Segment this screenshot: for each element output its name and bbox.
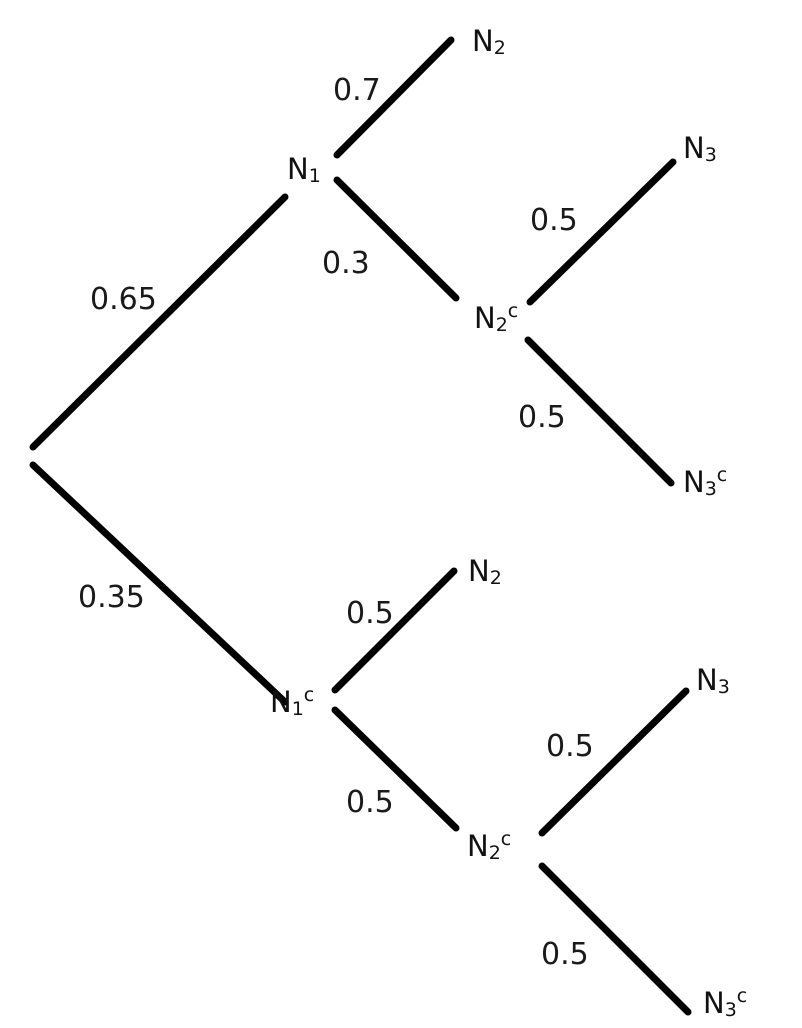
edge-n1c-n2 <box>331 567 458 694</box>
edge-n1-n2c <box>333 176 460 302</box>
node-n2-b-sub: 2 <box>490 567 502 589</box>
edge-label-n1-n2: 0.7 <box>333 73 381 108</box>
edge-n1-n2 <box>333 36 455 159</box>
node-n1c-base: N <box>270 685 292 719</box>
edge-label-root-n1: 0.65 <box>90 282 157 317</box>
node-n3c-a-sub: 3 <box>705 478 717 500</box>
node-n3c-a: N3c <box>683 464 727 500</box>
node-n3-b-sub: 3 <box>718 676 730 698</box>
node-n2c-a-sub: 2 <box>496 314 508 336</box>
node-n2-b: N2 <box>468 554 502 589</box>
edge-n2c-n3c <box>524 336 675 487</box>
node-n3-a-sub: 3 <box>705 144 717 166</box>
node-n3c-b-base: N <box>703 986 725 1020</box>
node-n3c-a-base: N <box>683 465 705 499</box>
edge-label-n2c-n3: 0.5 <box>530 203 578 238</box>
node-n2-a-sub: 2 <box>494 37 506 59</box>
edge-n2cb-n3c <box>538 862 692 1016</box>
edge-label-n2cb-n3: 0.5 <box>546 729 594 764</box>
node-n1c-sub: 1 <box>292 698 304 720</box>
node-n2c-a-sup: c <box>508 300 518 322</box>
node-n2c-b-sub: 2 <box>489 842 501 864</box>
node-n3-a: N3 <box>683 131 717 166</box>
node-n2c-b-sup: c <box>501 828 511 850</box>
node-n3c-b-sup: c <box>737 985 747 1007</box>
node-n1: N1 <box>287 152 321 187</box>
edge-label-n1c-n2c: 0.5 <box>346 785 394 820</box>
edge-n1c-n2c <box>331 706 460 832</box>
node-n3-a-base: N <box>683 131 705 165</box>
edge-root-n1 <box>29 193 289 451</box>
node-n1-base: N <box>287 152 309 186</box>
node-n3c-b-sub: 3 <box>725 999 737 1021</box>
node-n3c-a-sup: c <box>717 464 727 486</box>
node-n2c-a: N2c <box>474 300 518 336</box>
node-n1-sub: 1 <box>309 165 321 187</box>
node-n2-a: N2 <box>472 24 506 59</box>
edge-n2cb-n3 <box>538 687 690 837</box>
node-n1c: N1c <box>270 684 314 720</box>
node-n2-a-base: N <box>472 24 494 58</box>
edge-label-root-n1c: 0.35 <box>78 580 145 615</box>
edge-n2c-n3 <box>526 158 677 306</box>
node-n1c-sup: c <box>304 684 314 706</box>
node-n2-b-base: N <box>468 554 490 588</box>
node-n2c-b-base: N <box>467 829 489 863</box>
node-n3-b-base: N <box>696 663 718 697</box>
edge-label-n2cb-n3c: 0.5 <box>541 937 589 972</box>
node-n2c-a-base: N <box>474 301 496 335</box>
edge-label-n1c-n2: 0.5 <box>346 596 394 631</box>
node-n2c-b: N2c <box>467 828 511 864</box>
edge-label-n2c-n3c: 0.5 <box>518 400 566 435</box>
node-n3-b: N3 <box>696 663 730 698</box>
edge-root-n1c <box>29 461 289 706</box>
node-n3c-b: N3c <box>703 985 747 1021</box>
edge-label-n1-n2c: 0.3 <box>322 246 370 281</box>
